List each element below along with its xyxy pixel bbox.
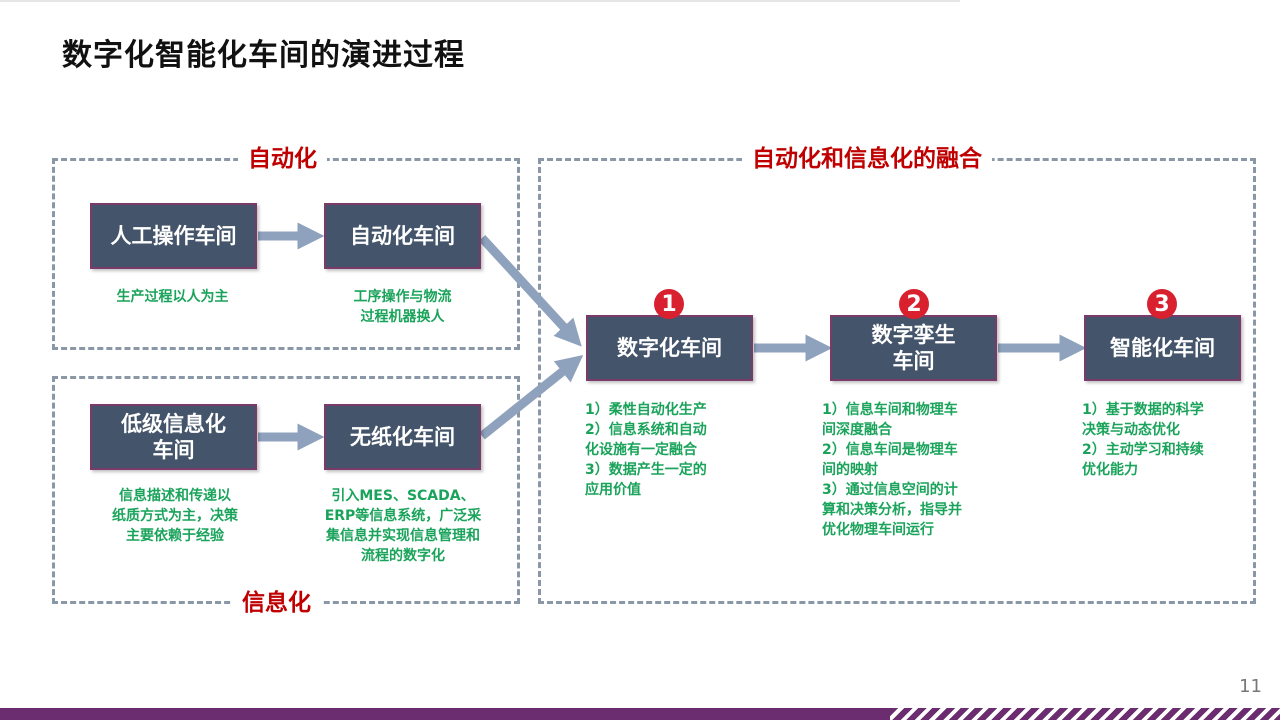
stage-smart-workshop: 智能化车间 [1084, 315, 1241, 381]
stage-paperless-workshop: 无纸化车间 [324, 404, 481, 470]
note-paperless: 引入MES、SCADA、 ERP等信息系统，广泛采 集信息并实现信息管理和 流程… [324, 488, 482, 564]
note-digital-twin: 1）信息车间和物理车 间深度融合 2）信息车间是物理车 间的映射 3）通过信息空… [822, 402, 962, 538]
stage-digital-workshop: 数字化车间 [586, 315, 753, 381]
page-number: 11 [1239, 676, 1262, 697]
footer-stripes [890, 708, 1280, 720]
informatization-group-label: 信息化 [232, 589, 321, 617]
fusion-group-label: 自动化和信息化的融合 [742, 145, 992, 173]
note-manual: 生产过程以人为主 [116, 289, 229, 305]
top-divider [0, 0, 960, 2]
stage-low-info-workshop: 低级信息化 车间 [90, 404, 257, 470]
badge-3: 3 [1147, 289, 1177, 319]
page-title: 数字化智能化车间的演进过程 [62, 38, 465, 73]
automation-group-label: 自动化 [238, 145, 327, 173]
badge-2: 2 [899, 289, 929, 319]
badge-1: 1 [654, 289, 684, 319]
note-smart: 1）基于数据的科学 决策与动态优化 2）主动学习和持续 优化能力 [1082, 402, 1204, 478]
footer-bar [0, 708, 890, 720]
stage-digital-twin-workshop: 数字孪生 车间 [830, 315, 997, 381]
stage-automated-workshop: 自动化车间 [324, 203, 481, 269]
note-automated: 工序操作与物流 过程机器换人 [353, 289, 452, 325]
stage-manual-workshop: 人工操作车间 [90, 203, 257, 269]
note-low-info: 信息描述和传递以 纸质方式为主，决策 主要依赖于经验 [112, 488, 238, 544]
note-digital: 1）柔性自动化生产 2）信息系统和自动 化设施有一定融合 3）数据产生一定的 应… [585, 402, 707, 498]
